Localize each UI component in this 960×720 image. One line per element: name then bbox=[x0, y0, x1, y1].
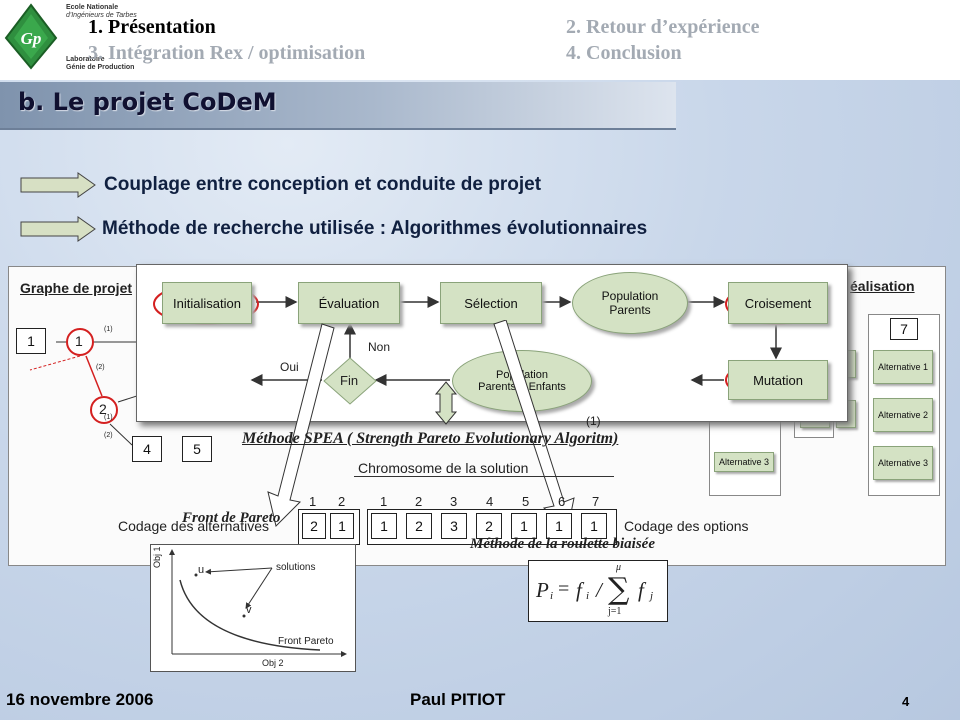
chromosome-index: 5 bbox=[522, 494, 530, 509]
logo-lab-line1: Laboratoire bbox=[66, 56, 105, 63]
formula-sub-i2: i bbox=[586, 590, 590, 602]
alternative-item: Alternative 3 bbox=[714, 452, 774, 472]
bullet-methode: Méthode de recherche utilisée : Algorith… bbox=[102, 218, 648, 239]
pareto-chart-panel bbox=[150, 544, 356, 672]
front-pareto-label: Front de Pareto bbox=[182, 510, 281, 526]
edge-label: (1) bbox=[104, 414, 113, 421]
chromosome-cell: 3 bbox=[441, 513, 467, 539]
chromosome-index: 2 bbox=[338, 494, 346, 509]
chromosome-cell: 2 bbox=[406, 513, 432, 539]
edge-label: (2) bbox=[96, 364, 105, 371]
nav-item-retour-experience[interactable]: 2. Retour d’expérience bbox=[566, 16, 760, 38]
chromosome-cell: 1 bbox=[371, 513, 397, 539]
flow-initialisation: Initialisation bbox=[162, 282, 252, 324]
chromosome-cell: 1 bbox=[546, 513, 572, 539]
nav-item-conclusion[interactable]: 4. Conclusion bbox=[566, 42, 682, 64]
spea-label: Méthode SPEA ( Strength Pareto Evolution… bbox=[242, 430, 619, 447]
alternative-item: Alternative 2 bbox=[873, 398, 933, 432]
edge-label: (1) bbox=[104, 326, 113, 333]
flow-oui-label: Oui bbox=[280, 360, 299, 374]
formula-upper: μ bbox=[616, 562, 622, 573]
realisation-title: éalisation bbox=[850, 278, 915, 294]
codage-alternatives-label: Codage des alternatives bbox=[118, 518, 269, 534]
formula-sum: ∑ bbox=[608, 572, 630, 607]
formula-f: f bbox=[576, 578, 582, 602]
graph-node-2-circle: 2 bbox=[99, 401, 107, 417]
pop-parents-line2: Parents bbox=[609, 303, 651, 317]
nav-item-presentation[interactable]: 1. Présentation bbox=[88, 16, 216, 38]
flow-fin-label: Fin bbox=[340, 373, 359, 388]
formula-equals: = bbox=[558, 578, 570, 600]
chromosome-index: 1 bbox=[380, 494, 388, 509]
flow-fin-diamond bbox=[323, 357, 377, 405]
chromosome-index: 4 bbox=[486, 494, 494, 509]
bullet-couplage: Couplage entre conception et conduite de… bbox=[104, 174, 542, 195]
edge-label: (2) bbox=[104, 432, 113, 439]
flow-selection: Sélection bbox=[440, 282, 542, 324]
formula-sub-i: i bbox=[550, 590, 554, 602]
pop-parents-line1: Population bbox=[601, 289, 659, 303]
roulette-formula-box bbox=[528, 560, 668, 622]
alternative-item: Alternative 1 bbox=[873, 350, 933, 384]
logo-mark: Gp bbox=[21, 29, 42, 48]
pareto-point-v: v bbox=[246, 604, 252, 616]
flow-population-parents: Population Parents bbox=[572, 272, 688, 334]
logo-school-line1: Ecole Nationale bbox=[66, 4, 119, 11]
bullet-arrow-icon bbox=[20, 172, 96, 198]
footer-date: 16 novembre 2006 bbox=[6, 690, 154, 709]
codage-options-label: Codage des options bbox=[624, 518, 749, 534]
slide-title: b. Le projet CoDeM bbox=[18, 88, 277, 116]
pareto-axis-obj1: Obj 1 bbox=[152, 546, 162, 568]
flow-non-label: Non bbox=[368, 340, 391, 354]
chromosome-cell: 2 bbox=[302, 513, 326, 539]
alternative-item: Alternative 3 bbox=[873, 446, 933, 480]
school-logo: Gp bbox=[4, 3, 58, 70]
chromosome-index: 1 bbox=[309, 494, 317, 509]
chromosome-index: 7 bbox=[592, 494, 600, 509]
graph-node-1: 1 bbox=[16, 328, 46, 354]
chromosome-cell: 1 bbox=[330, 513, 354, 539]
pareto-front-label: Front Pareto bbox=[278, 636, 334, 647]
bullet-arrow-icon bbox=[20, 216, 96, 242]
chromosome-cell: 2 bbox=[476, 513, 502, 539]
formula-slash: / bbox=[596, 578, 602, 602]
partial-edge-label: (1) bbox=[586, 414, 601, 428]
chromosome-cell: 1 bbox=[511, 513, 537, 539]
roulette-label: Méthode de la roulette biaisée bbox=[470, 536, 655, 552]
graph-node-7: 7 bbox=[890, 318, 918, 340]
chromosome-cell: 1 bbox=[581, 513, 607, 539]
graph-node-1-circle: 1 bbox=[75, 333, 83, 349]
graph-title: Graphe de projet bbox=[20, 280, 133, 296]
pareto-chart bbox=[169, 549, 347, 657]
footer-page-number: 4 bbox=[902, 694, 910, 709]
flow-croisement: Croisement bbox=[728, 282, 828, 324]
graph-node-4: 4 bbox=[132, 436, 162, 462]
pareto-axis-obj2: Obj 2 bbox=[262, 658, 284, 668]
chromosome-underline bbox=[354, 476, 614, 477]
flow-mutation: Mutation bbox=[728, 360, 828, 400]
formula-f2: f bbox=[638, 578, 644, 602]
logo-lab-line2: Génie de Production bbox=[66, 64, 135, 71]
project-graph-diagram bbox=[29, 328, 140, 446]
footer-author: Paul PITIOT bbox=[410, 690, 506, 709]
pareto-solutions-label: solutions bbox=[276, 562, 316, 573]
pareto-point-u: u bbox=[198, 564, 205, 576]
nav-item-integration[interactable]: 3. Intégration Rex / optimisation bbox=[88, 42, 366, 64]
header-strip bbox=[0, 0, 960, 80]
formula-P: P bbox=[536, 578, 549, 602]
formula-lower: j=1 bbox=[608, 606, 622, 617]
graph-node-5: 5 bbox=[182, 436, 212, 462]
logo-school-line2: d'Ingénieurs de Tarbes bbox=[66, 12, 137, 19]
chromosome-index: 2 bbox=[415, 494, 423, 509]
chromosome-index: 3 bbox=[450, 494, 458, 509]
formula-sub-j: j bbox=[650, 590, 654, 602]
chromosome-index: 6 bbox=[558, 494, 566, 509]
flow-evaluation: Évaluation bbox=[298, 282, 400, 324]
chromosome-title: Chromosome de la solution bbox=[358, 460, 529, 476]
title-bar bbox=[0, 82, 676, 130]
